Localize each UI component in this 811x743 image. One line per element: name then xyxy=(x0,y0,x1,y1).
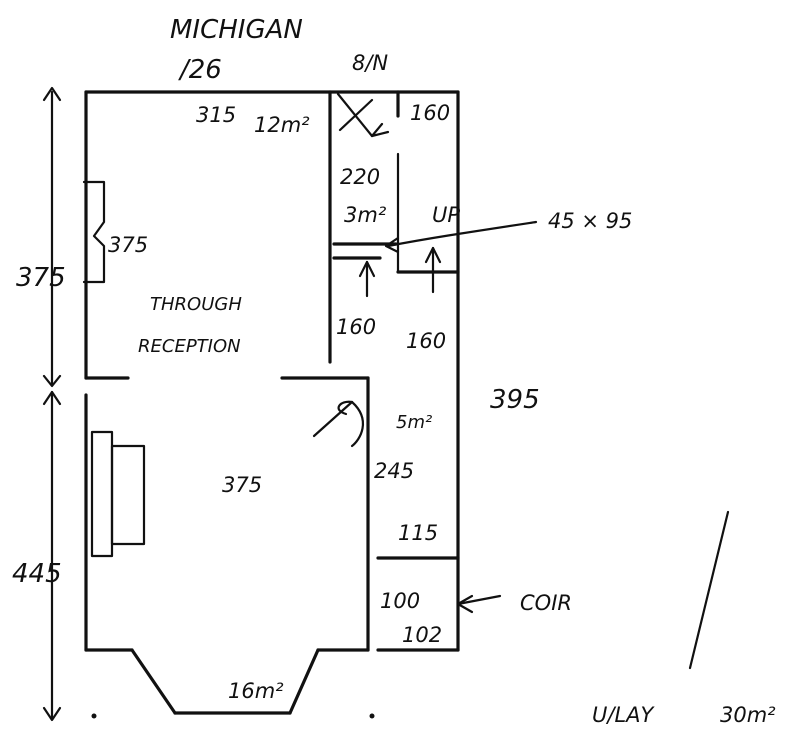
inner-dim-bracket xyxy=(82,180,106,284)
joist-arrow xyxy=(384,220,538,254)
upper-left-dimension-label: 375 xyxy=(16,263,66,293)
reception-title-line2: RECEPTION xyxy=(138,336,241,357)
north-label: 8/N xyxy=(352,51,388,75)
ink-dot-left xyxy=(91,713,97,719)
kitchen-walls xyxy=(376,556,460,652)
wc-depth-label: 102 xyxy=(402,623,442,647)
street-name: MICHIGAN xyxy=(170,15,303,45)
reception-area-label: 12m² xyxy=(254,113,310,137)
underlay-line xyxy=(688,510,730,670)
reception-title-line1: THROUGH xyxy=(150,294,242,315)
bay-area-label: 16m² xyxy=(228,679,284,703)
cupboard-label: COIR xyxy=(520,591,572,615)
landing-left-label: 160 xyxy=(336,315,376,339)
cupboard-arrow xyxy=(456,594,502,614)
door-swing-rear xyxy=(312,400,364,448)
reception-walls xyxy=(84,90,460,380)
stairs-up-label: UP xyxy=(432,203,460,227)
rear-room-walls xyxy=(84,376,370,715)
lower-left-dimension-label: 445 xyxy=(12,559,62,589)
small-room-depth-label: 220 xyxy=(340,165,380,189)
inner-depth-label: 375 xyxy=(108,233,148,257)
kitchen-length-label: 245 xyxy=(374,459,414,483)
bay-width-label: 375 xyxy=(222,473,262,497)
reception-width-label: 315 xyxy=(196,103,236,127)
joist-label: 45 × 95 xyxy=(548,209,632,233)
kitchen-area-label: 5m² xyxy=(396,412,432,433)
total-area-label: 30m² xyxy=(720,703,776,727)
wc-width-label: 100 xyxy=(380,589,420,613)
small-room-width-label: 160 xyxy=(410,101,450,125)
kitchen-depth-label: 115 xyxy=(398,521,438,545)
underlay-label: U/LAY xyxy=(592,703,656,727)
right-total-dimension-label: 395 xyxy=(490,385,540,415)
house-number: /26 xyxy=(178,55,222,85)
stair-arrows xyxy=(358,246,442,298)
door-swing-top xyxy=(336,92,390,138)
left-dimension-lines xyxy=(42,86,62,722)
ink-dot-right xyxy=(369,713,375,719)
landing-right-label: 160 xyxy=(406,329,446,353)
small-room-area-label: 3m² xyxy=(344,203,387,227)
